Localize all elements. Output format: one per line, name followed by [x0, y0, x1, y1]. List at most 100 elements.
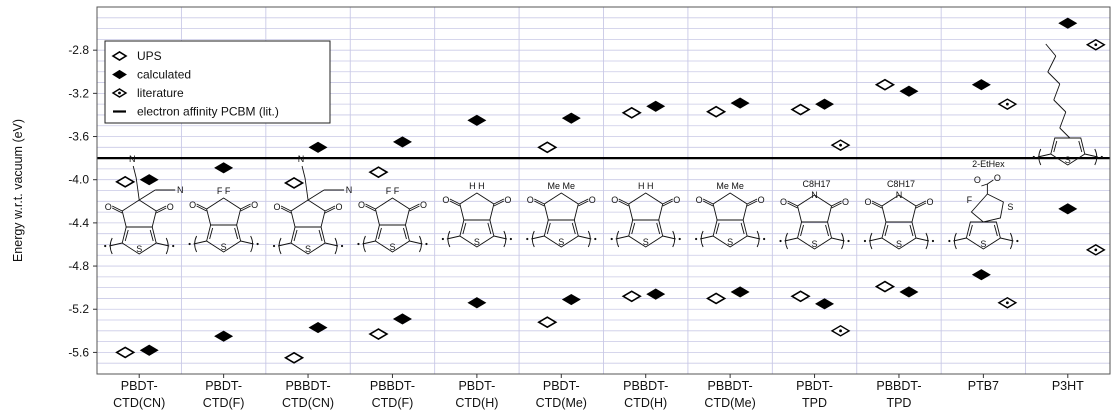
bond [968, 224, 973, 237]
calculated-marker [730, 286, 750, 298]
bond [915, 237, 930, 242]
chain-end-dot [104, 244, 107, 248]
y-axis-label: Energy w.r.t. vacuum (eV) [11, 119, 25, 262]
structure-text: O [780, 197, 787, 207]
thiophene-ring [290, 226, 326, 255]
bond [449, 198, 461, 205]
bond [280, 207, 292, 214]
structure-text: S [1007, 202, 1013, 212]
bond [702, 200, 714, 207]
structure-text: N [811, 190, 818, 200]
y-tick-label: -2.8 [68, 43, 89, 57]
legend-box [104, 40, 331, 124]
y-tick-label: -4.4 [68, 216, 89, 230]
fused-ring [712, 192, 748, 221]
structure-text: S [1065, 155, 1071, 165]
calculated-marker [971, 79, 991, 91]
structure-text: O [611, 195, 618, 205]
structure-text: S [221, 242, 227, 252]
bond [746, 198, 758, 205]
chain-end-dot [779, 239, 782, 243]
chain-end-dot [188, 242, 191, 246]
chain-end-dot [610, 237, 613, 241]
structure-text: O [864, 197, 871, 207]
structure-text: N [896, 190, 903, 200]
ups-marker [537, 141, 558, 154]
bond [1045, 43, 1057, 57]
plot-frame [96, 6, 1111, 375]
structure-text: S [558, 237, 564, 247]
bond [493, 200, 505, 207]
bond [156, 242, 170, 247]
bond [446, 235, 460, 240]
structure-text: O [274, 202, 281, 212]
calculated-marker [899, 85, 919, 97]
thiophene-ring [965, 221, 1001, 250]
category-label-line2: TPD [802, 396, 827, 410]
bond [1047, 71, 1061, 85]
bond [531, 235, 545, 240]
structure-text: S [305, 244, 311, 254]
bond [409, 203, 420, 210]
bond [109, 242, 123, 247]
bond [135, 177, 140, 201]
bond [662, 200, 673, 207]
polymer-bracket [869, 232, 873, 250]
fused-ring [374, 197, 410, 226]
polymer-bracket [1094, 148, 1098, 166]
literature-marker-dot [1005, 102, 1009, 106]
thiophene-ring [121, 226, 157, 255]
bond [578, 200, 589, 207]
bond [715, 222, 720, 235]
y-tick-label: -5.6 [68, 345, 89, 359]
chain-end-dot [678, 237, 681, 241]
bond [240, 203, 251, 210]
bond [534, 200, 545, 207]
structure-text: O [758, 195, 765, 205]
polymer-bracket [1038, 148, 1042, 166]
bond [831, 200, 842, 207]
bond [196, 205, 207, 212]
bond [1053, 99, 1067, 113]
calculated-marker [815, 298, 835, 310]
structure-text: C8H17 [803, 179, 831, 189]
polymer-bracket [334, 237, 338, 255]
structure-text: O [673, 195, 680, 205]
ups-marker [115, 346, 136, 359]
structure-text: O [442, 195, 449, 205]
ups-marker [368, 328, 389, 340]
chain-end-dot [763, 237, 766, 241]
structure-text: O [336, 202, 343, 212]
category-label-line1: PBDT- [796, 379, 833, 393]
polymer-bracket [250, 235, 254, 253]
bond [993, 224, 998, 237]
structure-text: F F [217, 186, 231, 196]
bond [656, 222, 661, 235]
bond [193, 240, 207, 245]
bond [156, 207, 167, 214]
fused-ring [459, 192, 495, 221]
literature-marker-dot [1005, 301, 1009, 305]
structure-text: H H [638, 181, 654, 191]
calculated-marker [308, 141, 328, 153]
bond [149, 229, 154, 242]
bond [831, 237, 845, 242]
bond [618, 198, 629, 205]
chain-end-dot [695, 237, 698, 241]
literature-marker-dot [839, 143, 842, 147]
thiophene-ring [1050, 137, 1086, 166]
polymer-bracket [953, 232, 957, 250]
bond [1078, 140, 1083, 153]
y-tick-label: -3.2 [68, 86, 89, 100]
y-axis-ticks: -5.6-5.2-4.8-4.4-4.0-3.6-3.2-2.8 [68, 43, 97, 359]
polymer-bracket [165, 237, 169, 255]
chain-end-dot [256, 242, 259, 246]
legend-label: calculated [137, 68, 191, 82]
calculated-marker [214, 330, 234, 342]
ups-marker [790, 103, 811, 116]
calculated-marker [646, 288, 666, 300]
